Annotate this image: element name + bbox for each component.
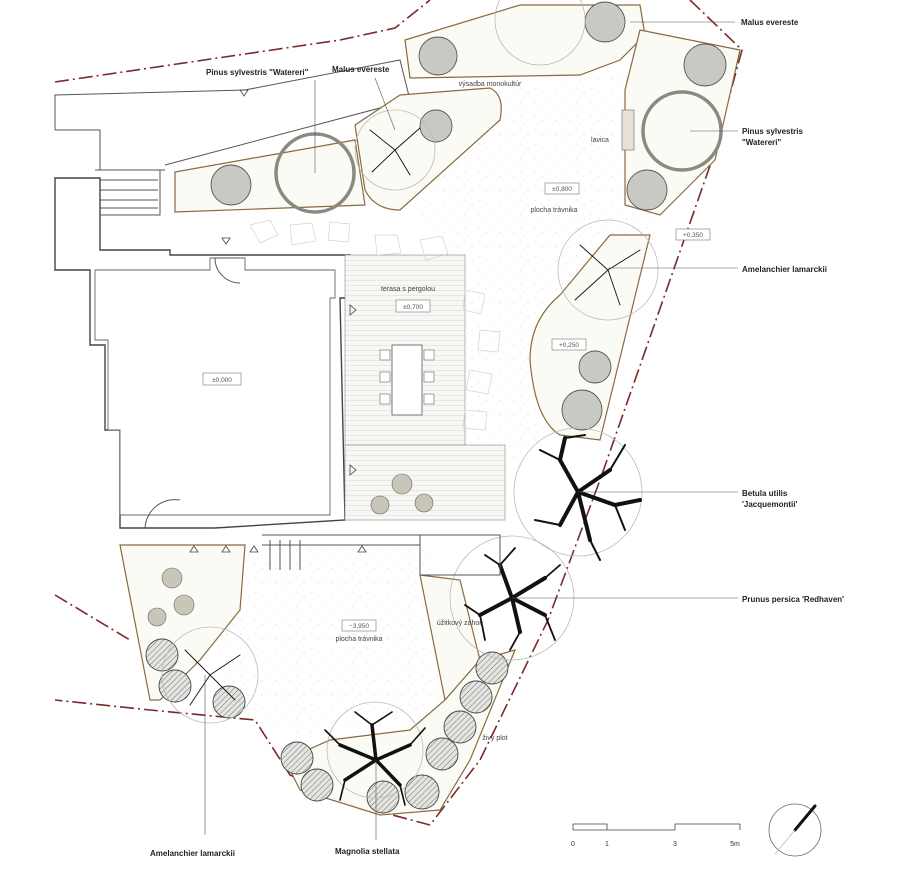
lawn-upper (400, 70, 665, 470)
lounge-chairs (370, 473, 434, 515)
scale-tick-0: 0 (571, 841, 575, 848)
level-house-box (202, 372, 242, 386)
lawn-lower (215, 545, 445, 735)
magnolia-tree (324, 711, 426, 806)
bench (621, 109, 635, 151)
dining-table (379, 344, 435, 416)
property-boundary-left (54, 594, 131, 641)
slope-arrows (189, 89, 367, 553)
north-arrow-icon (768, 803, 822, 857)
stepping-stones (249, 219, 501, 431)
level-lawn-top-box (544, 182, 580, 195)
level-lawn-top: ±0,800 (552, 186, 572, 193)
scale-tick-5m: 5m (730, 841, 740, 848)
level-bed-mid-box (551, 338, 587, 351)
note-zivy-plot: živý plot (482, 735, 507, 742)
level-lawn-bottom-box (341, 619, 377, 632)
house-inner (94, 257, 336, 516)
label-prunus: Prunus persica 'Redhaven' (742, 595, 844, 604)
deciduous-crowns (161, 0, 659, 799)
bed-monoculture (354, 87, 502, 211)
property-boundary-right (429, 0, 743, 826)
hedge-shrubs (145, 638, 509, 814)
note-plocha-top: plocha trávnika (530, 207, 577, 214)
label-malus-top: Malus evereste (741, 18, 799, 27)
note-lavica: lavica (591, 137, 609, 144)
label-amelanchier-bottom: Amelanchier lamarckii (150, 849, 235, 858)
label-magnolia: Magnolia stellata (335, 847, 400, 856)
bed-hedge (284, 649, 517, 816)
level-bed-right: +0,350 (683, 232, 703, 239)
scale-bar (572, 823, 741, 831)
bed-left-upper (174, 139, 366, 213)
leader-lines (204, 21, 738, 840)
label-pinus-right-2: "Watereri" (742, 138, 782, 147)
label-amelanchier-right: Amelanchier lamarckii (742, 265, 827, 274)
evergreen-trees (210, 1, 727, 431)
level-bed-right-box (675, 228, 711, 241)
label-pinus-right-1: Pinus sylvestris (742, 127, 803, 136)
amelanchier-branches (184, 127, 641, 706)
level-bed-mid: +0,250 (559, 342, 579, 349)
scale-tick-1: 1 (605, 841, 609, 848)
house-door-arc (214, 257, 241, 284)
bed-right-mid (529, 234, 651, 441)
scale-tick-3: 3 (673, 841, 677, 848)
level-terrace-box (395, 299, 431, 313)
label-betula-1: Betula utilis (742, 489, 788, 498)
label-pinus-left: Pinus sylvestris "Watereri" (206, 68, 309, 77)
note-plocha-bottom: plocha trávnika (335, 636, 382, 643)
property-boundary-top (54, 0, 431, 83)
stairs-lower (262, 534, 501, 576)
level-house: ±0,000 (212, 377, 232, 384)
note-terasa: terasa s pergolou (381, 286, 435, 293)
level-terrace: ±0,700 (403, 304, 423, 311)
house-door-bottom (144, 499, 181, 529)
note-uzitkovy: úžitkový záhon (437, 620, 483, 627)
label-betula-2: 'Jacquemontii' (742, 500, 797, 509)
stairs-upper (95, 169, 161, 216)
property-boundary-bottom (54, 699, 431, 826)
label-malus-left: Malus evereste (332, 65, 390, 74)
note-vysadba: výsadba monokultúr (459, 81, 522, 88)
level-lawn-bottom: −3,950 (349, 623, 369, 630)
lower-stones (147, 567, 195, 627)
